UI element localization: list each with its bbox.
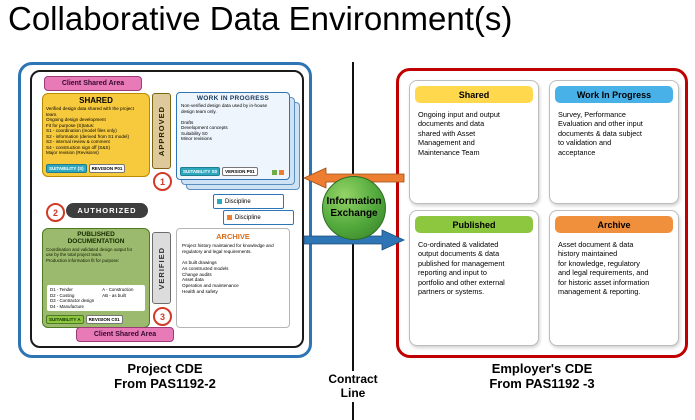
revision-badge: REVISION P01 [88,164,126,173]
wip-box-title: WORK IN PROGRESS [196,95,270,102]
project-cde-caption: Project CDE [127,361,203,376]
published-box-title: PUBLISHED DOCUMENTATION [67,231,125,246]
wip-badges: SUITABILITY S0 VERSION P01 [180,167,258,176]
archive-box-title: ARCHIVE [216,232,250,241]
project-cde-standard: From PAS1192-2 [114,376,216,391]
card-body-archive: Asset document & data history maintained… [558,240,650,297]
orange-chip-icon [279,170,284,175]
page-title: Collaborative Data Environment(s) [8,0,513,37]
step-2-marker: 2 [46,203,65,222]
shared-box-title: SHARED [79,96,113,105]
employers-cde-standard: From PAS1192 -3 [489,376,595,391]
wip-box-body: Non-verified design data used by in-hous… [181,103,268,141]
discipline-chip-icon [227,215,232,220]
published-box-body: Coordination and validated design output… [46,246,133,263]
status-codes-right: A - Construction AB - as built [102,287,134,298]
revision-badge: REVISION C01 [85,315,123,324]
verified-gate-label: VERIFIED [157,246,166,290]
discipline-label: Discipline [235,214,261,221]
shared-box: SHARED Verified design data shared with … [42,93,150,177]
client-shared-area-top: Client Shared Area [44,76,142,91]
information-exchange-badge: Information Exchange [322,176,386,240]
employer-card-archive: Archive Asset document & data history ma… [549,210,679,346]
verified-gate: VERIFIED [152,232,171,304]
discipline-label: Discipline [225,198,251,205]
right-arrow-icon [303,229,405,251]
employer-card-work-in-progress: Work In Progress Survey, Performance Eva… [549,80,679,204]
card-body-shared: Ongoing input and output documents and d… [418,110,500,157]
discipline-chip-icon [217,199,222,204]
suitability-badge: SUITABILITY A [46,315,84,324]
approved-gate: APPROVED [152,93,171,169]
status-codes-left: D1 - Tender D2 - Costing D3 - Contractor… [50,287,95,309]
employers-cde-caption: Employer's CDE [491,361,593,376]
step-1-marker: 1 [153,172,172,191]
contract-line-label: Contract Line [319,371,387,402]
shared-badges: SUITABILITY (S) REVISION P01 [46,164,126,173]
shared-box-body: Verified design data shared with the pro… [46,106,134,155]
employer-card-published: Published Co-ordinated & validated outpu… [409,210,539,346]
project-cde-frame [18,62,312,358]
archive-box: ARCHIVE Project history maintained for k… [176,228,290,328]
discipline-card-1: Discipline [213,194,284,209]
discipline-card-2: Discipline [223,210,294,225]
work-in-progress-box: WORK IN PROGRESS Non-verified design dat… [176,92,290,180]
employers-cde-frame [396,68,688,358]
card-body-published: Co-ordinated & validated output document… [418,240,505,297]
published-badges: SUITABILITY A REVISION C01 [46,315,123,324]
archive-box-body: Project history maintained for knowledge… [182,243,274,294]
approved-gate-label: APPROVED [157,105,166,157]
published-status-codes: D1 - Tender D2 - Costing D3 - Contractor… [47,285,145,311]
version-badge: VERSION P01 [222,167,258,176]
card-header-published: Published [415,216,533,233]
card-header-archive: Archive [555,216,673,233]
green-chip-icon [272,170,277,175]
employer-card-shared: Shared Ongoing input and output document… [409,80,539,204]
authorized-gate-label: AUTHORIZED [66,203,148,218]
suitability-badge: SUITABILITY S0 [180,167,221,176]
published-documentation-box: PUBLISHED DOCUMENTATION Coordination and… [42,228,150,328]
card-header-work-in-progress: Work In Progress [555,86,673,103]
client-shared-area-bottom: Client Shared Area [76,327,174,342]
wip-legend-chips [272,170,284,175]
card-body-work-in-progress: Survey, Performance Evaluation and other… [558,110,643,157]
suitability-badge: SUITABILITY (S) [46,164,87,173]
step-3-marker: 3 [153,307,172,326]
card-header-shared: Shared [415,86,533,103]
